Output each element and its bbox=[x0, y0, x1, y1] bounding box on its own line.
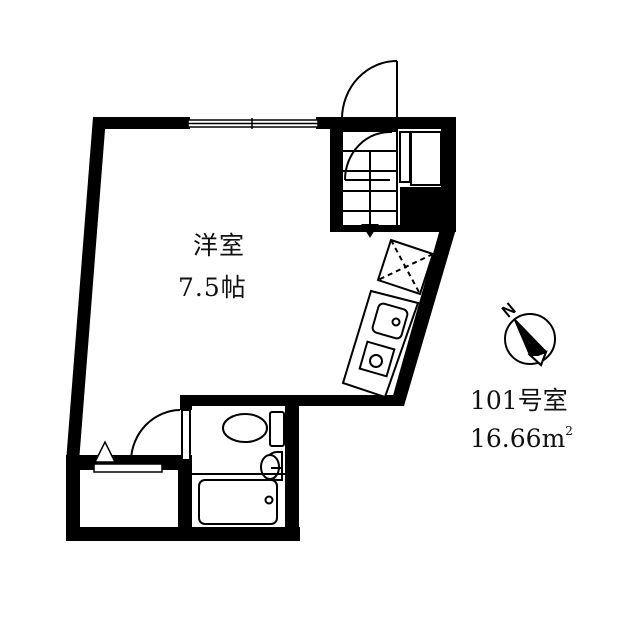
room-name-label: 洋室 bbox=[193, 231, 246, 260]
compass-icon: N bbox=[498, 299, 556, 367]
unit-area-value: 16.66 bbox=[470, 424, 542, 453]
stairs bbox=[341, 128, 442, 238]
entrance-door bbox=[341, 60, 398, 120]
unit-number-label: 101号室 bbox=[470, 386, 568, 415]
kitchen bbox=[341, 238, 435, 399]
wash-basin bbox=[260, 451, 283, 481]
closet bbox=[93, 440, 163, 473]
bathtub bbox=[192, 473, 285, 525]
walls bbox=[66, 117, 456, 541]
bathroom-door bbox=[130, 409, 191, 461]
unit-area-unit: m bbox=[541, 424, 566, 453]
unit-area-superscript: 2 bbox=[565, 424, 573, 438]
toilet bbox=[222, 411, 285, 447]
room-size-label: 7.5帖 bbox=[178, 273, 247, 302]
unit-area-label: 16.66m2 bbox=[470, 424, 573, 453]
window bbox=[187, 118, 319, 129]
